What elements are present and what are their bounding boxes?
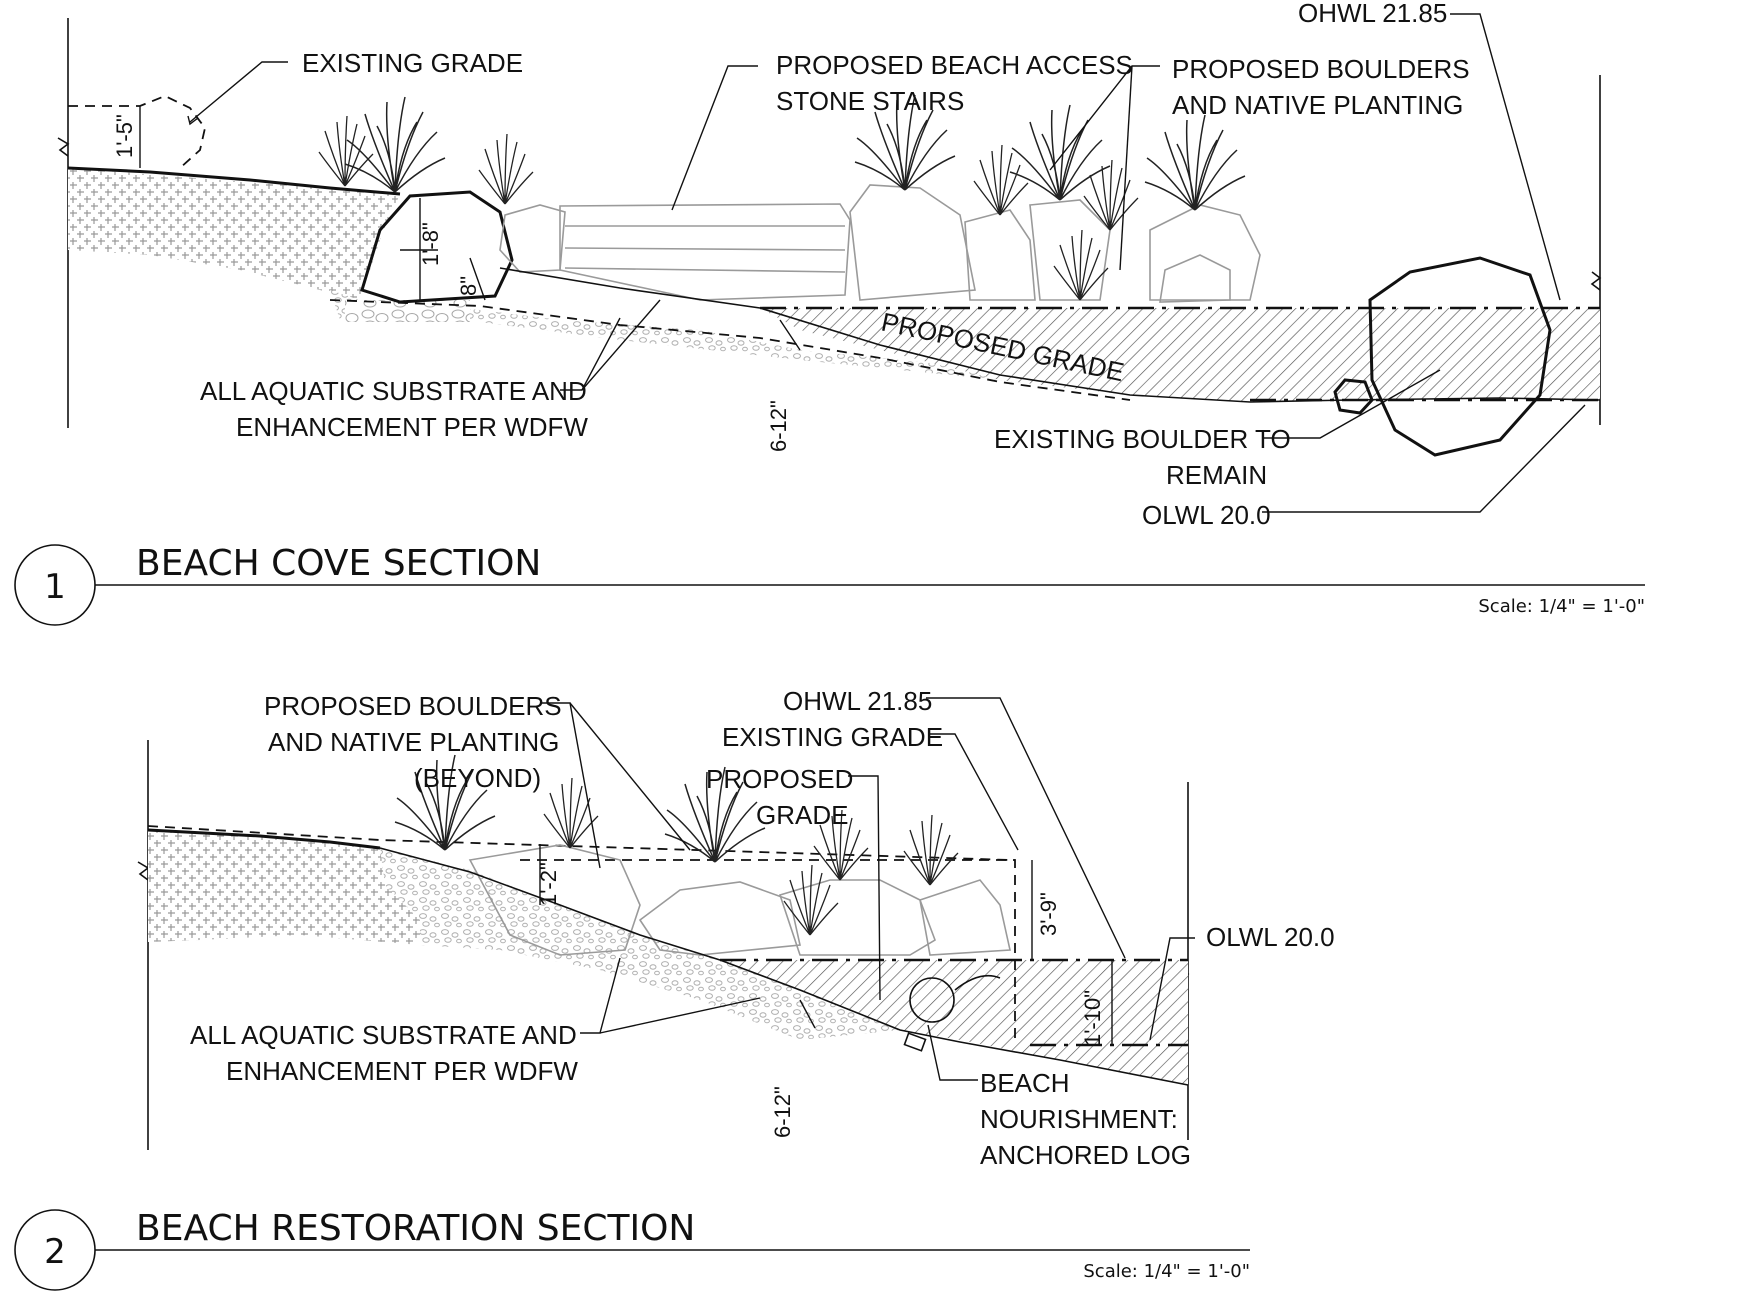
existing-subgrade-dashed (329, 299, 1131, 401)
dim-label-8: 8" (456, 276, 481, 296)
label-olwl: OLWL 20.0 (1142, 500, 1271, 530)
label-stairs-line2: STONE STAIRS (776, 86, 964, 116)
dim-line-6-12 (779, 319, 801, 351)
section-2-scale: Scale: 1/4" = 1'-0" (1083, 1261, 1250, 1282)
section-1-scale: Scale: 1/4" = 1'-0" (1478, 596, 1645, 617)
existing-small-boulder (1333, 378, 1374, 415)
label-existing-grade: EXISTING GRADE (302, 48, 523, 78)
boulder-beyond-4 (919, 879, 1011, 956)
section-2-beach-restoration: PROPOSED BOULDERS AND NATIVE PLANTING (B… (14, 686, 1335, 1291)
label-boulders-line3: (BEYOND) (414, 763, 541, 793)
section-1-number: 1 (44, 567, 66, 607)
proposed-grade-line (379, 847, 1189, 1086)
leader-existing-grade (930, 733, 1019, 851)
section-2-number: 2 (44, 1232, 66, 1272)
leader-boulders (1049, 65, 1160, 171)
label-proposed-grade-line2: GRADE (756, 800, 848, 830)
dim-label-1-10: 1'-10" (1080, 990, 1105, 1046)
boulder-right-2 (964, 209, 1036, 301)
break-symbol (137, 861, 150, 881)
existing-grade-line (67, 166, 401, 196)
existing-boulder (1368, 256, 1552, 457)
leader-ohwl (926, 697, 1126, 959)
section-1-beach-cove: OHWL 21.85 EXISTING GRADE PROPOSED BEACH… (14, 0, 1645, 626)
cobble-fill (345, 300, 470, 322)
dim-label-6-12: 6-12" (766, 400, 791, 452)
leader-olwl (1262, 404, 1586, 513)
boulder-right-4 (1149, 204, 1261, 301)
label-boulders-line1: PROPOSED BOULDERS (1172, 54, 1470, 84)
grade-dashed-box (520, 859, 1016, 1045)
existing-soil-fill (68, 168, 400, 300)
existing-soil-fill (148, 830, 420, 945)
boulder-beyond-2 (638, 881, 801, 956)
existing-grade-line (147, 828, 381, 850)
boulder-right-1 (849, 184, 976, 301)
leader-olwl (1149, 937, 1195, 1041)
dim-label-1-8: 1'-8" (418, 222, 443, 266)
break-symbol (1590, 271, 1602, 291)
label-existing-grade: EXISTING GRADE (722, 722, 943, 752)
label-log-line3: ANCHORED LOG (980, 1140, 1191, 1170)
label-substrate-line1: ALL AQUATIC SUBSTRATE AND (190, 1020, 577, 1050)
leader-stairs (671, 65, 758, 211)
label-log-line1: BEACH (980, 1068, 1070, 1098)
dim-label-1-5: 1'-5" (112, 114, 137, 158)
label-substrate-line2: ENHANCEMENT PER WDFW (236, 412, 588, 442)
leader-existing-boulder (1262, 369, 1441, 439)
log-anchor (903, 1032, 927, 1052)
leader-ohwl (1450, 13, 1561, 301)
boulder-left (360, 190, 514, 304)
boulder-right-5 (1159, 254, 1231, 303)
label-olwl: OLWL 20.0 (1206, 922, 1335, 952)
label-ohwl: OHWL 21.85 (783, 686, 932, 716)
label-substrate-line2: ENHANCEMENT PER WDFW (226, 1056, 578, 1086)
label-boulders-line2: AND NATIVE PLANTING (1172, 90, 1463, 120)
dim-line-8 (469, 257, 486, 301)
dim-line-6-12 (799, 999, 816, 1029)
label-stairs-line1: PROPOSED BEACH ACCESS (776, 50, 1133, 80)
label-proposed-grade-line1: PROPOSED (706, 764, 853, 794)
dim-label-3-9: 3'-9" (1036, 892, 1061, 936)
log-root (954, 974, 1001, 991)
section-2-title: BEACH RESTORATION SECTION (136, 1208, 695, 1249)
leader-log (927, 1024, 978, 1081)
existing-grade-dashed (147, 825, 1015, 861)
stair-boulder (499, 204, 566, 273)
label-log-line2: NOURISHMENT: (980, 1104, 1178, 1134)
label-boulders-line2: AND NATIVE PLANTING (268, 727, 559, 757)
anchored-log (909, 977, 955, 1023)
leader-existing-grade (189, 61, 288, 123)
label-boulders-line1: PROPOSED BOULDERS (264, 691, 562, 721)
label-existing-boulder-line1: EXISTING BOULDER TO (994, 424, 1291, 454)
proposed-grade-hatch (760, 308, 1600, 402)
boulder-right-3 (1029, 199, 1111, 301)
boulder-beyond-3 (778, 879, 936, 956)
leader-proposed-grade (848, 775, 881, 1001)
break-symbol (57, 137, 70, 157)
label-ohwl: OHWL 21.85 (1298, 0, 1447, 28)
section-1-title: BEACH COVE SECTION (136, 543, 541, 584)
gravel-bed-fill (380, 848, 900, 1040)
dim-label-1-2: 1'-2" (536, 862, 561, 906)
dim-label-6-12: 6-12" (770, 1086, 795, 1138)
label-substrate-line1: ALL AQUATIC SUBSTRATE AND (200, 376, 587, 406)
proposed-grade-hatch (720, 960, 1188, 1085)
label-existing-boulder-line2: REMAIN (1166, 460, 1267, 490)
